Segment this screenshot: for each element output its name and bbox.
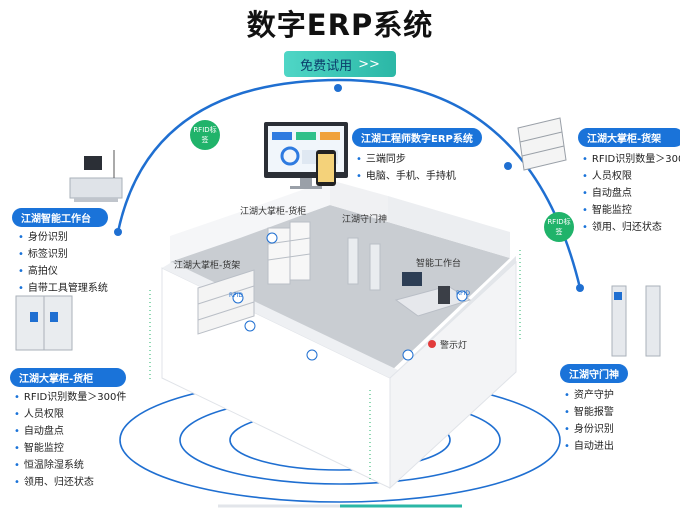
right-bottom-feature: 自动进出 bbox=[564, 438, 628, 455]
room-floor bbox=[170, 205, 510, 372]
right-bottom-block: 江湖守门神 资产守护 智能报警 身份识别 自动进出 bbox=[560, 364, 628, 455]
arrow-right-icon: >> bbox=[358, 56, 380, 72]
rfid-tag-label: RFID bbox=[456, 290, 471, 297]
left-bottom-feature: 智能监控 bbox=[14, 440, 126, 457]
right-top-block: 江湖大掌柜-货架 RFID识别数量＞300 人员权限 自动盘点 智能监控 领用、… bbox=[578, 128, 680, 236]
rfid-tag-label: RFID bbox=[229, 292, 244, 299]
shelf-unit bbox=[267, 221, 311, 285]
room-wall-back-right bbox=[388, 196, 510, 258]
right-bottom-title: 江湖守门神 bbox=[560, 364, 628, 383]
left-bottom-title: 江湖大掌柜-货柜 bbox=[10, 368, 127, 387]
room-label-workstation: 智能工作台 bbox=[416, 259, 462, 269]
left-bottom-feature: RFID识别数量＞300件 bbox=[14, 389, 126, 406]
free-trial-label: 免费试用 bbox=[300, 58, 353, 74]
right-top-feature: 智能监控 bbox=[582, 202, 680, 219]
right-bottom-feature: 智能报警 bbox=[564, 404, 628, 421]
right-top-title: 江湖大掌柜-货架 bbox=[578, 128, 680, 147]
phone-device bbox=[316, 150, 336, 186]
room-wall-top-right bbox=[390, 256, 516, 378]
center-top-feature: 电脑、手机、手持机 bbox=[356, 168, 482, 185]
rfid-bubble-left: RFID标签 bbox=[190, 120, 220, 150]
left-bottom-feature: 人员权限 bbox=[14, 406, 126, 423]
free-trial-button[interactable]: 免费试用 >> bbox=[284, 51, 396, 77]
center-top-title: 江湖工程师数字ERP系统 bbox=[352, 128, 482, 147]
left-bottom-feature: 自动盘点 bbox=[14, 423, 126, 440]
door-gate bbox=[347, 237, 359, 285]
left-bottom-block: 江湖大掌柜-货柜 RFID识别数量＞300件 人员权限 自动盘点 智能监控 恒温… bbox=[10, 368, 127, 491]
workbench-device bbox=[69, 150, 123, 202]
shelf-rack bbox=[197, 269, 255, 335]
page-title: 数字ERP系统 bbox=[246, 8, 434, 42]
right-top-feature: RFID识别数量＞300 bbox=[582, 151, 680, 168]
rfid-bubble-right: RFID标签 bbox=[544, 212, 574, 242]
left-top-feature: 标签识别 bbox=[18, 246, 108, 263]
connection-arc bbox=[116, 78, 582, 289]
left-top-block: 江湖智能工作台 身份识别 标签识别 高拍仪 自带工具管理系统 bbox=[12, 208, 108, 297]
alarm-light bbox=[428, 340, 436, 348]
door-gate bbox=[369, 243, 381, 291]
room-label-door: 江湖守门神 bbox=[342, 215, 388, 225]
room-partition bbox=[330, 180, 388, 222]
right-top-feature: 领用、归还状态 bbox=[582, 219, 680, 236]
left-top-title: 江湖智能工作台 bbox=[12, 208, 108, 227]
cabinet-device bbox=[15, 295, 73, 351]
left-top-feature: 自带工具管理系统 bbox=[18, 280, 108, 297]
arc-node bbox=[334, 84, 342, 92]
center-top-block: 江湖工程师数字ERP系统 三端同步 电脑、手机、手持机 bbox=[352, 128, 482, 185]
left-top-feature: 身份识别 bbox=[18, 229, 108, 246]
room-wall-back-left bbox=[170, 212, 240, 262]
room-label-shelf-top: 江湖大掌柜-货柜 bbox=[240, 207, 307, 217]
gate-device bbox=[611, 285, 661, 357]
right-bottom-feature: 资产守护 bbox=[564, 387, 628, 404]
left-top-feature: 高拍仪 bbox=[18, 263, 108, 280]
right-top-feature: 人员权限 bbox=[582, 168, 680, 185]
right-bottom-feature: 身份识别 bbox=[564, 421, 628, 438]
left-bottom-feature: 领用、归还状态 bbox=[14, 474, 126, 491]
room-label-shelf-left: 江湖大掌柜-货架 bbox=[174, 261, 241, 271]
arc-node bbox=[114, 228, 122, 236]
left-bottom-feature: 恒温除湿系统 bbox=[14, 457, 126, 474]
room-wall-back bbox=[240, 180, 330, 238]
arc-node bbox=[504, 162, 512, 170]
center-top-feature: 三端同步 bbox=[356, 151, 482, 168]
rfid-marker bbox=[232, 232, 468, 361]
room-label-alarm: 警示灯 bbox=[440, 341, 468, 351]
right-top-feature: 自动盘点 bbox=[582, 185, 680, 202]
workstation-desk bbox=[394, 272, 472, 317]
rack-device bbox=[517, 117, 567, 171]
arc-node bbox=[576, 284, 584, 292]
